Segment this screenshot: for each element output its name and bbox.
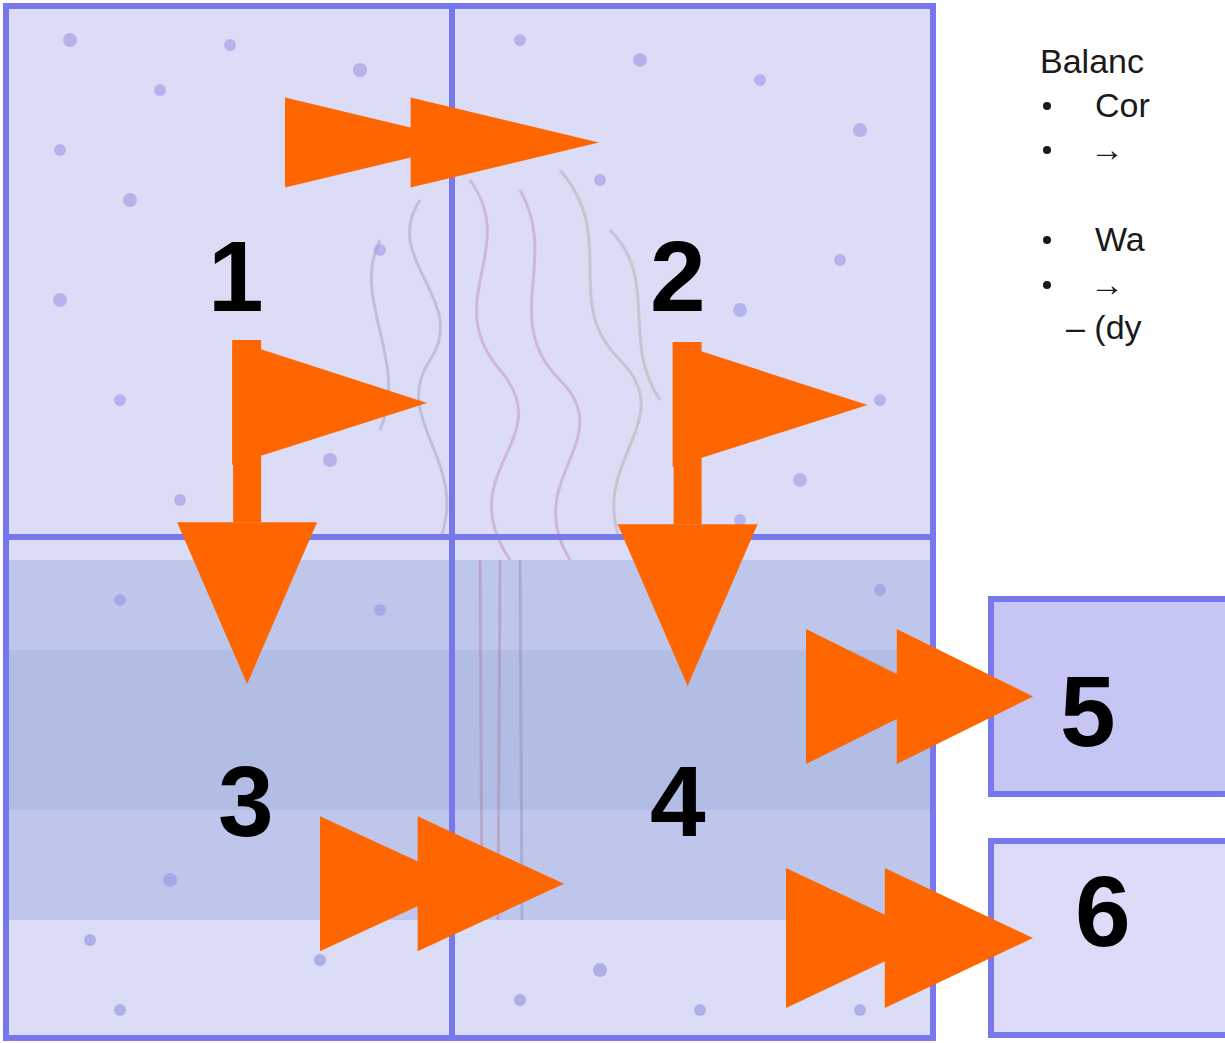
region-number: 3 <box>218 751 274 851</box>
flow-arrow <box>618 342 868 686</box>
bullet-text: Cor <box>1095 88 1150 122</box>
bullet <box>1043 236 1051 244</box>
bullet <box>1043 146 1051 154</box>
flow-arrow <box>786 868 1033 1008</box>
arrow-side-head <box>232 340 427 465</box>
arrow-chevron <box>897 629 1033 764</box>
region-number: 4 <box>650 751 706 851</box>
arrow-text: → <box>1090 267 1124 301</box>
region-number: 1 <box>208 226 264 326</box>
arrow-text: → <box>1090 132 1124 166</box>
arrow-chevron <box>418 816 564 951</box>
bullet <box>1043 102 1051 110</box>
region-box: 1 <box>3 3 455 540</box>
region-number: 2 <box>650 226 706 326</box>
flow-arrow <box>806 629 1033 764</box>
flow-arrow <box>320 816 564 951</box>
flow-arrow <box>285 98 599 188</box>
arrow-head <box>177 522 317 684</box>
flow-arrow <box>177 340 427 684</box>
sub-bullet-text: – (dy <box>1066 310 1142 344</box>
bullet-text: Wa <box>1095 222 1145 256</box>
arrow-chevron <box>885 868 1033 1008</box>
region-number: 5 <box>1060 661 1116 761</box>
arrow-chevron <box>411 98 599 188</box>
bullet <box>1043 281 1051 289</box>
heading-fragment: Balanc <box>1040 44 1144 78</box>
arrow-head <box>618 524 758 686</box>
arrow-side-head <box>673 342 868 467</box>
region-number: 6 <box>1075 861 1131 961</box>
